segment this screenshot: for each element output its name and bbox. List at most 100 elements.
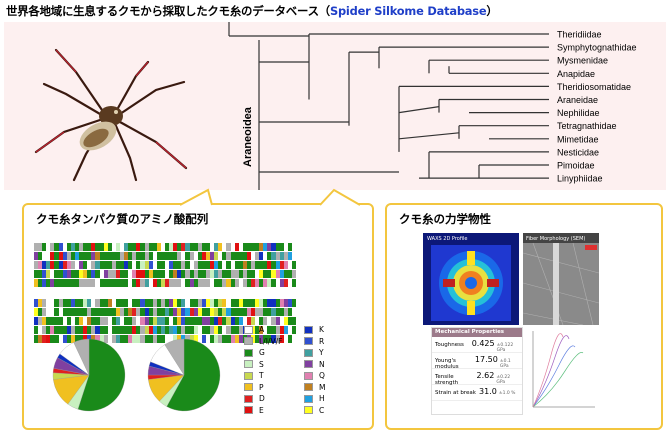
residue-cell <box>74 308 80 316</box>
residue-cell <box>201 279 206 287</box>
residue-cell <box>226 308 231 316</box>
residue-cell <box>205 243 211 251</box>
residue-cell <box>267 317 272 325</box>
residue-cell <box>99 252 104 260</box>
residue-cell <box>255 261 260 269</box>
residue-cell <box>234 299 239 307</box>
residue-cell <box>103 243 108 251</box>
residue-cell <box>291 308 296 316</box>
residue-cell <box>189 335 194 343</box>
residue-cell <box>238 299 243 307</box>
residue-cell <box>169 317 174 325</box>
residue-cell <box>54 335 59 343</box>
residue-cell <box>119 270 125 278</box>
residue-cell <box>226 326 231 334</box>
residue-cell <box>42 252 47 260</box>
residue-cell <box>193 279 198 287</box>
residue-cell <box>287 270 292 278</box>
residue-cell <box>210 299 215 307</box>
residue-cell <box>50 308 55 316</box>
tree-branch <box>398 106 440 114</box>
residue-cell <box>95 270 100 278</box>
residue-cell <box>103 299 108 307</box>
residue-cell <box>287 261 292 269</box>
residue-cell <box>107 308 112 316</box>
residue-cell <box>66 299 71 307</box>
residue-cell <box>119 243 125 251</box>
residue-cell <box>181 308 186 316</box>
residue-cell <box>99 270 104 278</box>
residue-cell <box>234 308 239 316</box>
legend-item: P <box>244 383 264 392</box>
tree-leaf-label: Linyphiidae <box>557 174 603 184</box>
residue-cell <box>115 299 120 307</box>
legend-item: L/I/V/F <box>244 337 282 346</box>
residue-cell <box>128 261 133 269</box>
residue-cell <box>95 317 100 325</box>
residue-cell <box>115 279 120 287</box>
residue-cell <box>197 317 202 325</box>
legend-swatch <box>304 337 313 345</box>
waxs-profile-image: WAXS 2D Profile <box>423 233 519 325</box>
residue-cell <box>169 326 174 334</box>
property-name: Tensile strength <box>435 374 459 386</box>
sequence-alignment-2 <box>34 299 296 345</box>
alignment-row <box>34 308 296 316</box>
residue-cell <box>91 308 96 316</box>
residue-cell <box>210 335 215 343</box>
legend-label: Y <box>319 348 324 357</box>
residue-cell <box>140 335 145 343</box>
residue-cell <box>218 261 223 269</box>
residue-cell <box>169 252 174 260</box>
residue-cell <box>250 317 256 325</box>
legend-swatch <box>304 383 313 391</box>
alignment-row <box>34 270 296 278</box>
residue-cell <box>259 243 264 251</box>
legend-item: D <box>244 394 265 403</box>
residue-cell <box>83 270 88 278</box>
residue-cell <box>246 299 251 307</box>
residue-cell <box>291 335 296 343</box>
residue-cell <box>156 335 161 343</box>
residue-cell <box>291 299 296 307</box>
residue-cell <box>91 270 96 278</box>
residue-cell <box>271 270 276 278</box>
residue-cell <box>34 299 39 307</box>
residue-cell <box>156 261 161 269</box>
residue-cell <box>259 317 264 325</box>
residue-cell <box>267 326 272 334</box>
residue-cell <box>66 279 71 287</box>
residue-cell <box>259 261 264 269</box>
residue-cell <box>165 270 170 278</box>
tree-leaf-label: Nesticidae <box>557 147 599 157</box>
residue-cell <box>42 261 47 269</box>
residue-cell <box>70 299 75 307</box>
residue-cell <box>259 279 264 287</box>
residue-cell <box>87 270 92 278</box>
residue-cell <box>283 317 288 325</box>
residue-cell <box>148 335 153 343</box>
residue-cell <box>275 261 280 269</box>
residue-cell <box>267 243 272 251</box>
residue-cell <box>74 299 80 307</box>
residue-cell <box>66 252 71 260</box>
residue-cell <box>38 335 43 343</box>
residue-cell <box>291 261 296 269</box>
residue-cell <box>34 243 39 251</box>
residue-cell <box>222 270 227 278</box>
residue-cell <box>136 252 141 260</box>
residue-cell <box>107 243 112 251</box>
residue-cell <box>46 243 51 251</box>
residue-cell <box>132 317 137 325</box>
tree-leaf-label: Symphytognathidae <box>557 43 637 53</box>
residue-cell <box>263 252 268 260</box>
residue-cell <box>58 261 63 269</box>
legend-swatch <box>244 394 253 403</box>
residue-cell <box>66 335 71 343</box>
residue-cell <box>279 335 284 343</box>
residue-cell <box>201 308 206 316</box>
residue-cell <box>50 243 55 251</box>
tree-branch <box>398 132 460 140</box>
legend-swatch <box>244 337 253 345</box>
